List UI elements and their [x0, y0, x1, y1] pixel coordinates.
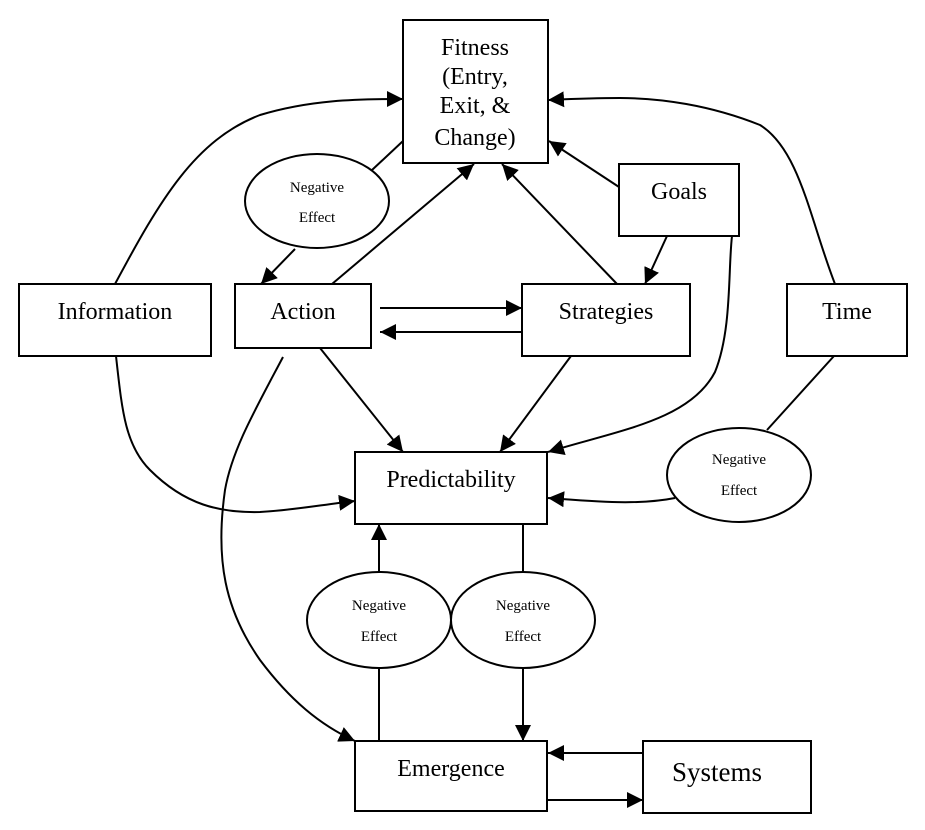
- edge-fitness-to-neg-effect: [371, 140, 404, 171]
- edge-information-to-fitness: [114, 91, 404, 285]
- edge-time-to-neg-effect: [766, 355, 835, 431]
- node-systems[interactable]: Systems: [642, 740, 812, 814]
- modifier-negative-effect-time-predictability[interactable]: Negative Effect: [666, 427, 812, 523]
- edge-action-to-predictability: [319, 347, 404, 453]
- edge-neg-effect-to-action: [260, 248, 296, 285]
- modifier-text-line-1: Negative: [712, 452, 766, 468]
- node-emergence[interactable]: Emergence: [354, 740, 548, 812]
- node-goals[interactable]: Goals: [618, 163, 740, 237]
- node-fitness-line-1: Fitness: [441, 35, 509, 61]
- node-fitness-line-3: Exit, &: [440, 93, 511, 119]
- node-systems-label: Systems: [672, 757, 762, 787]
- node-goals-label: Goals: [651, 179, 707, 205]
- edge-goals-to-fitness: [548, 140, 620, 188]
- edge-time-to-fitness: [547, 91, 836, 285]
- node-predictability-label: Predictability: [386, 467, 515, 493]
- modifier-negative-effect-emergence-predictability[interactable]: Negative Effect: [306, 571, 452, 669]
- edge-action-to-fitness: [331, 163, 475, 285]
- node-predictability[interactable]: Predictability: [354, 451, 548, 525]
- modifier-negative-effect-fitness-action[interactable]: Negative Effect: [244, 153, 390, 249]
- modifier-text-line-2: Effect: [721, 483, 758, 499]
- edge-information-to-predictability: [115, 355, 356, 514]
- modifier-text-line-2: Effect: [505, 629, 542, 645]
- node-strategies-label: Strategies: [559, 299, 654, 325]
- node-fitness-line-4: Change): [434, 125, 515, 151]
- modifier-text-line-1: Negative: [352, 598, 406, 614]
- node-action[interactable]: Action: [234, 283, 372, 349]
- edge-action-to-emergence: [220, 356, 356, 742]
- node-information-label: Information: [58, 299, 173, 325]
- node-time[interactable]: Time: [786, 283, 908, 357]
- node-fitness-line-2: (Entry,: [442, 64, 508, 90]
- modifier-text-line-1: Negative: [496, 598, 550, 614]
- node-action-label: Action: [270, 299, 335, 325]
- modifier-text-line-2: Effect: [299, 210, 336, 226]
- edge-goals-to-predictability: [547, 235, 733, 455]
- node-time-label: Time: [822, 299, 872, 325]
- modifier-text-line-1: Negative: [290, 180, 344, 196]
- node-information[interactable]: Information: [18, 283, 212, 357]
- node-fitness[interactable]: Fitness (Entry, Exit, & Change): [402, 19, 549, 164]
- modifier-negative-effect-predictability-emergence[interactable]: Negative Effect: [450, 571, 596, 669]
- edge-goals-to-strategies: [644, 235, 668, 285]
- edge-strategies-to-predictability: [499, 355, 572, 453]
- node-emergence-label: Emergence: [397, 756, 505, 782]
- edge-neg-effect-to-predictability: [547, 491, 676, 508]
- node-strategies[interactable]: Strategies: [521, 283, 691, 357]
- modifier-text-line-2: Effect: [361, 629, 398, 645]
- edge-strategies-to-fitness: [501, 163, 618, 285]
